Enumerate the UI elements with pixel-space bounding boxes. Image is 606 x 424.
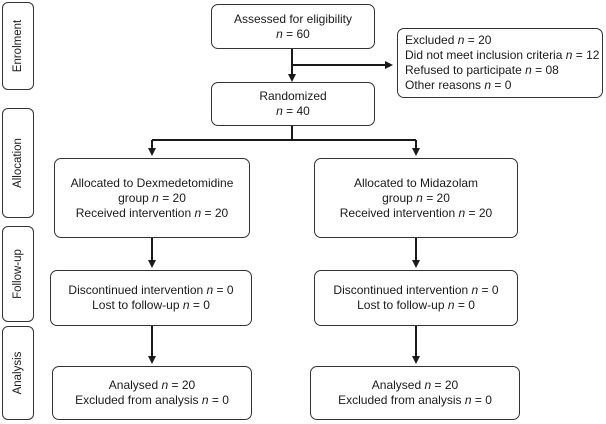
- mid-allocation-title: Allocated to Midazolam: [353, 175, 479, 190]
- mid-followup-box: Discontinued intervention n = 0 Lost to …: [314, 270, 518, 326]
- assessed-box: Assessed for eligibility n = 60: [211, 4, 375, 49]
- dex-allocation-title: Allocated to Dexmedetomidine: [70, 175, 234, 190]
- randomized-box: Randomized n = 40: [211, 82, 375, 126]
- mid-analysed: Analysed n = 20: [371, 378, 459, 392]
- dex-discontinued: Discontinued intervention n = 0: [68, 283, 234, 297]
- dex-received-intervention: Received intervention n = 20: [75, 205, 229, 220]
- mid-received-intervention: Received intervention n = 20: [339, 205, 493, 220]
- excluded-reason: Other reasons n = 0: [405, 78, 512, 92]
- stage-analysis: Analysis: [2, 326, 34, 420]
- dex-followup-box: Discontinued intervention n = 0 Lost to …: [50, 270, 252, 326]
- excluded-reason: Refused to participate n = 08: [405, 63, 559, 77]
- dex-allocation-box: Allocated to Dexmedetomidine group n = 2…: [54, 158, 250, 238]
- mid-allocation-group: group n = 20: [382, 190, 450, 205]
- assessed-label: Assessed for eligibility: [233, 11, 353, 26]
- excluded-title: Excluded n = 20: [405, 33, 492, 47]
- dex-analysed: Analysed n = 20: [108, 378, 196, 392]
- dex-excluded-from-analysis: Excluded from analysis n = 0: [75, 393, 229, 407]
- randomized-count: n = 40: [276, 104, 310, 118]
- mid-analysis-box: Analysed n = 20 Excluded from analysis n…: [310, 366, 520, 420]
- assessed-count: n = 60: [276, 26, 310, 41]
- dex-analysis-box: Analysed n = 20 Excluded from analysis n…: [52, 366, 252, 420]
- mid-allocation-box: Allocated to Midazolam group n = 20 Rece…: [314, 158, 518, 238]
- stage-enrolment: Enrolment: [2, 2, 34, 90]
- mid-excluded-from-analysis: Excluded from analysis n = 0: [338, 393, 492, 407]
- excluded-reason: Did not meet inclusion criteria n = 12: [405, 48, 600, 62]
- mid-lost-to-followup: Lost to follow-up n = 0: [357, 298, 475, 312]
- mid-discontinued: Discontinued intervention n = 0: [333, 283, 499, 297]
- dex-lost-to-followup: Lost to follow-up n = 0: [92, 298, 210, 312]
- stage-allocation: Allocation: [2, 108, 34, 218]
- randomized-label: Randomized: [259, 89, 327, 103]
- excluded-box: Excluded n = 20 Did not meet inclusion c…: [397, 28, 603, 98]
- dex-allocation-group: group n = 20: [118, 190, 186, 205]
- stage-follow-up: Follow-up: [2, 226, 34, 322]
